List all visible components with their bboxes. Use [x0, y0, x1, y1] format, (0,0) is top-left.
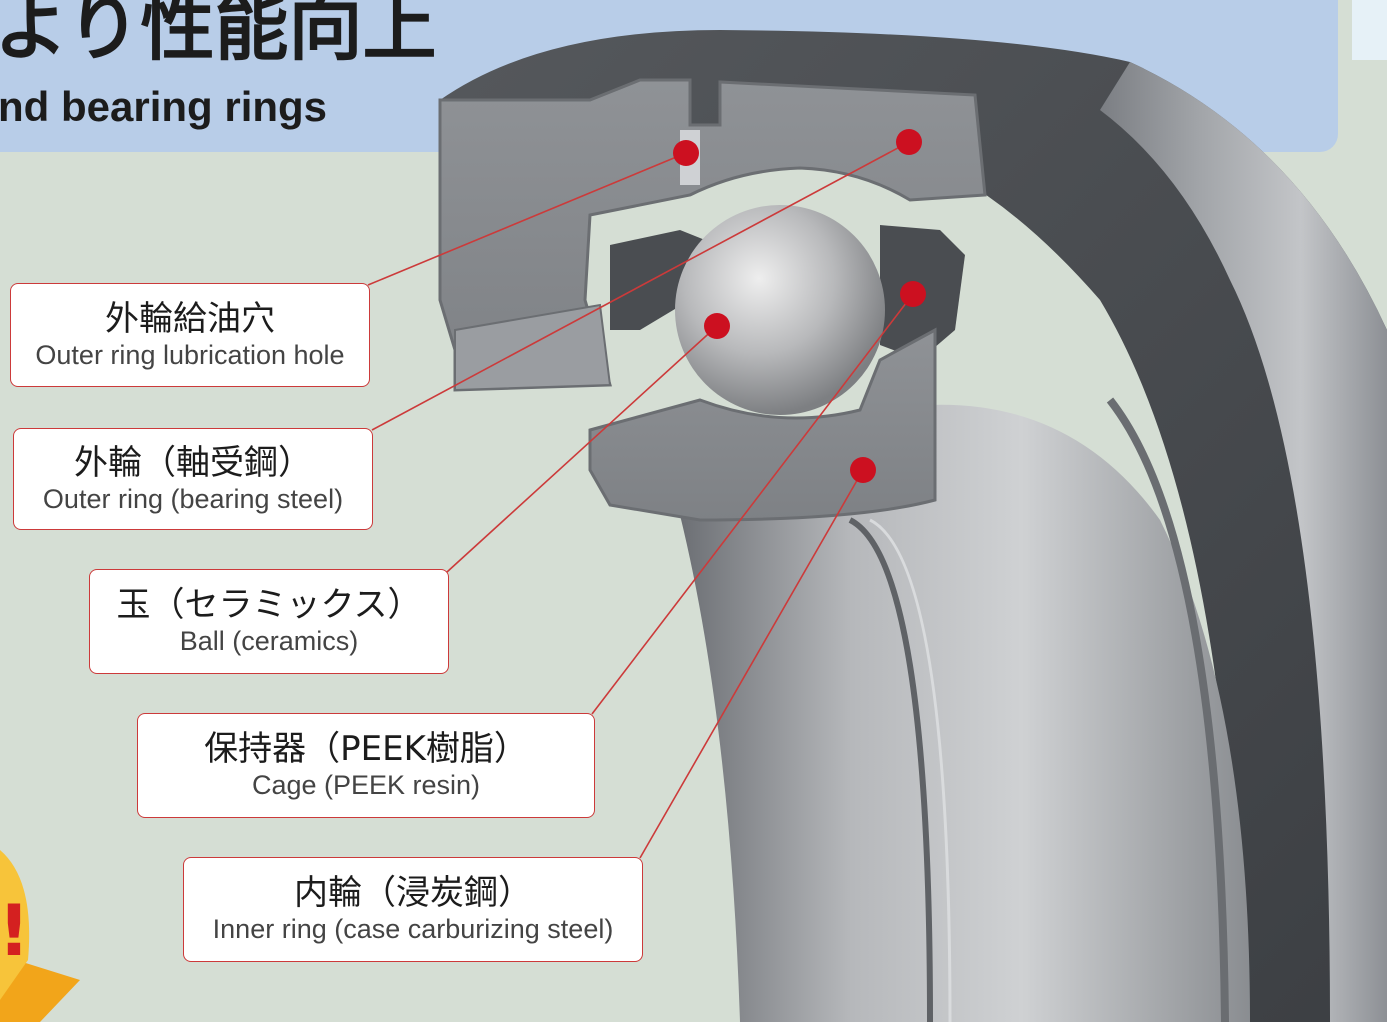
- label-en: Cage (PEEK resin): [251, 770, 481, 800]
- markers: [673, 129, 926, 483]
- leader-ball: [446, 325, 718, 573]
- outer-ring-surface: [440, 30, 1387, 1022]
- label-jp: 内輪（浸炭鋼）: [294, 873, 532, 913]
- inner-ring-groove-2: [869, 518, 952, 1022]
- ceramic-ball: [675, 205, 885, 415]
- label-en: Ball (ceramics): [179, 626, 359, 656]
- marker-inner-ring: [850, 457, 876, 483]
- label-en: Outer ring (bearing steel): [42, 484, 344, 514]
- corner-badge-arrow: [0, 955, 80, 1022]
- label-cage: 保持器（PEEK樹脂） Cage (PEEK resin): [137, 713, 595, 818]
- leader-lines: [367, 141, 914, 859]
- marker-lubrication-hole: [673, 140, 699, 166]
- label-jp: 玉（セラミックス）: [116, 585, 422, 625]
- label-inner-ring: 内輪（浸炭鋼） Inner ring (case carburizing ste…: [183, 857, 643, 962]
- leader-outer-ring: [371, 141, 910, 431]
- page-title: より性能向上: [0, 0, 437, 71]
- leader-lubrication-hole: [367, 152, 687, 286]
- corner-badge-shape: [0, 850, 30, 1000]
- label-jp: 外輪（軸受鋼）: [74, 443, 312, 483]
- outer-ring-face: [1100, 62, 1387, 1022]
- leader-cage: [591, 293, 914, 715]
- label-jp: 保持器（PEEK樹脂）: [204, 729, 528, 769]
- leader-inner-ring: [639, 469, 864, 859]
- label-outer-ring-lubrication-hole: 外輪給油穴 Outer ring lubrication hole: [10, 283, 370, 387]
- label-jp: 外輪給油穴: [105, 299, 275, 339]
- marker-ball: [704, 313, 730, 339]
- label-en: Inner ring (case carburizing steel): [212, 914, 614, 944]
- marker-outer-ring: [896, 129, 922, 155]
- inner-ring-groove: [848, 517, 933, 1022]
- inner-ring-section: [588, 327, 937, 522]
- label-outer-ring: 外輪（軸受鋼） Outer ring (bearing steel): [13, 428, 373, 530]
- inner-ring-bore: [680, 404, 1250, 1022]
- page-subtitle: nd bearing rings: [0, 83, 328, 130]
- bore-edge: [1106, 397, 1229, 1022]
- corner-badge-glyph: !: [0, 890, 30, 972]
- label-ball: 玉（セラミックス） Ball (ceramics): [89, 569, 449, 674]
- marker-cage: [900, 281, 926, 307]
- banner-edge: [1352, 0, 1387, 60]
- outer-ring-chamfer: [454, 303, 612, 392]
- label-en: Outer ring lubrication hole: [35, 340, 345, 370]
